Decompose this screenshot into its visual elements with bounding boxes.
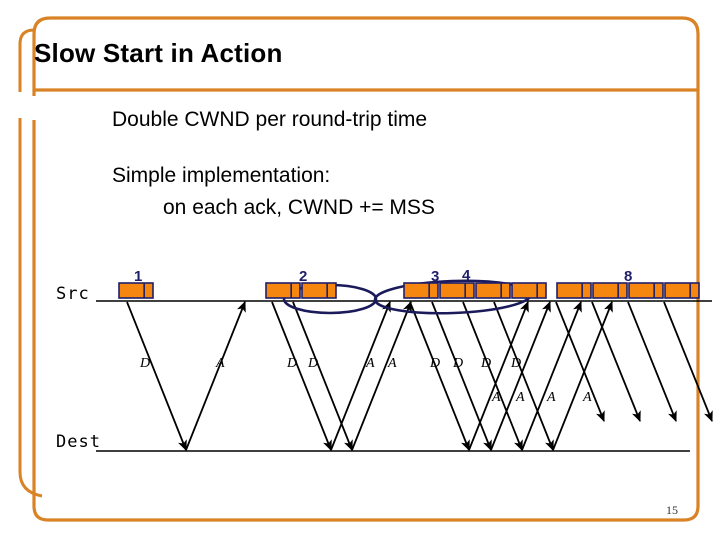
cwnd-size-label-4: 4 — [462, 267, 471, 284]
packet-box — [592, 282, 628, 299]
arrow-label-a-10: A — [491, 390, 501, 405]
src-axis-label: Src — [56, 284, 90, 304]
page-title: Slow Start in Action — [34, 38, 283, 68]
arrow-label-a-13: A — [582, 390, 592, 405]
cwnd-size-label-2: 2 — [299, 268, 308, 285]
body-bullet-2-sub: on each ack, CWND += MSS — [163, 196, 435, 219]
packet-1-0 — [118, 282, 154, 299]
arrow-label-d-3: D — [307, 356, 318, 371]
arrow-label-a-4: A — [365, 356, 375, 371]
body-bullet-2: Simple implementation: — [112, 164, 331, 187]
cwnd-size-label-8: 8 — [624, 268, 633, 285]
ack-arrow-2 — [351, 300, 412, 451]
packet-box — [118, 282, 154, 299]
data-arrow-8 — [591, 301, 641, 423]
packet-3-4-6 — [511, 282, 547, 299]
data-arrow-2 — [292, 301, 353, 452]
arrow-label-d-8: D — [480, 356, 491, 371]
ack-arrow-0 — [185, 300, 246, 451]
data-arrow-0 — [126, 301, 187, 452]
packet-box — [628, 282, 664, 299]
packet-box — [556, 282, 592, 299]
data-arrow-3 — [409, 301, 470, 452]
arrow-label-d-7: D — [452, 356, 463, 371]
data-arrow-10 — [663, 301, 713, 423]
ack-arrow-5 — [521, 300, 582, 451]
arrow-label-a-11: A — [515, 390, 525, 405]
packet-box — [439, 282, 475, 299]
packet-3-4-5 — [475, 282, 511, 299]
ack-arrow-6 — [552, 300, 613, 451]
data-arrow-5 — [462, 301, 523, 452]
packet-2-1 — [265, 282, 301, 299]
arrow-label-a-5: A — [387, 356, 397, 371]
ack-arrow-3 — [468, 300, 529, 451]
packet-box — [403, 282, 439, 299]
data-arrow-6 — [493, 301, 554, 452]
cwnd-size-label-3: 3 — [431, 268, 440, 285]
body-bullet-1: Double CWND per round-trip time — [112, 108, 428, 131]
cwnd-size-label-1: 1 — [134, 268, 143, 285]
ack-arrow-1 — [330, 300, 391, 451]
packet-box — [475, 282, 511, 299]
data-arrow-9 — [627, 301, 677, 423]
packet-8-10 — [664, 282, 700, 299]
arrow-label-a-1: A — [215, 356, 225, 371]
data-arrow-7 — [555, 301, 605, 423]
data-arrow-1 — [271, 301, 332, 452]
ack-arrow-4 — [490, 300, 551, 451]
packet-box — [664, 282, 700, 299]
dest-axis-label: Dest — [56, 432, 101, 452]
packet-2-2 — [301, 282, 337, 299]
packet-8-8 — [592, 282, 628, 299]
packet-3-4-3 — [403, 282, 439, 299]
packet-8-9 — [628, 282, 664, 299]
packet-8-7 — [556, 282, 592, 299]
frame-inner-top-path — [18, 28, 35, 92]
arrow-label-d-6: D — [429, 356, 440, 371]
data-arrow-4 — [431, 301, 492, 452]
arrow-label-d-2: D — [286, 356, 297, 371]
arrow-label-a-12: A — [546, 390, 556, 405]
packet-box — [301, 282, 337, 299]
page-number: 15 — [666, 503, 678, 517]
arrow-label-d-0: D — [139, 356, 150, 371]
packet-3-4-4 — [439, 282, 475, 299]
packet-box — [511, 282, 547, 299]
arrow-label-d-9: D — [510, 356, 521, 371]
packet-box — [265, 282, 301, 299]
